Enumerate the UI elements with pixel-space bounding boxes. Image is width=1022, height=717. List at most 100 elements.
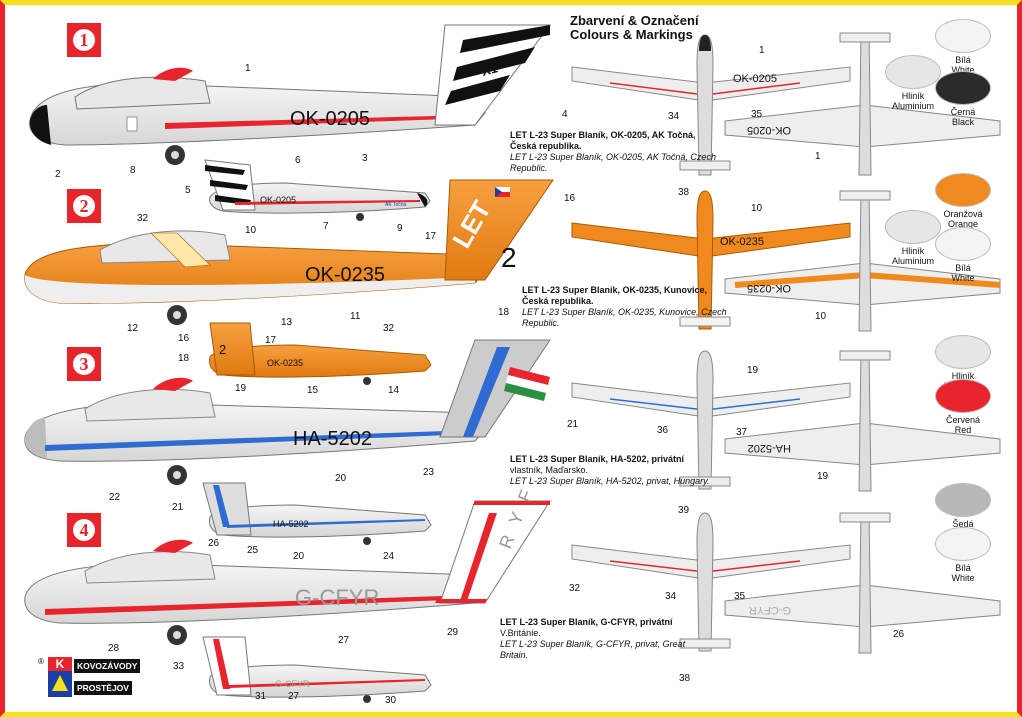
profile-2-side-view [24, 179, 554, 325]
profile-3-small-side-view [202, 482, 432, 545]
callout-16: 16 [178, 333, 190, 344]
profile-4-side-view [24, 500, 551, 645]
swatch-orange [935, 173, 991, 207]
caption-1: LET L-23 Super Blaník, OK-0205, AK Točná… [510, 130, 716, 173]
callout-1: 1 [759, 45, 765, 56]
callout-23: 23 [423, 467, 435, 478]
callout-24: 24 [383, 551, 395, 562]
top-view-1 [571, 34, 851, 176]
title-czech: Zbarvení & Označení [570, 13, 699, 28]
swatch-white [935, 527, 991, 561]
callout-6: 6 [295, 155, 301, 166]
callout-36: 36 [657, 425, 669, 436]
profile-3-side-view [24, 339, 551, 485]
callout-28: 28 [108, 643, 120, 654]
callout-38: 38 [678, 187, 690, 198]
callout-33: 33 [173, 661, 185, 672]
svg-text:OK-0235: OK-0235 [747, 282, 791, 294]
swatch-aluminium [885, 210, 941, 244]
scheme-badge-2: 2 [67, 189, 101, 223]
callout-21: 21 [172, 502, 184, 513]
profile-1-registration: OK-0205 [290, 108, 370, 130]
profile-2-fin-number: 2 [501, 242, 517, 273]
profile-2-small-side-view [209, 322, 432, 385]
glider-drawings: OK-0205 X1 OK-0205 AK Točná OK-0235 LET … [24, 24, 1001, 703]
callout-15: 15 [307, 385, 319, 396]
callout-17: 17 [265, 335, 277, 346]
scheme-badge-4: 4 [67, 513, 101, 547]
callout-1: 1 [245, 63, 251, 74]
svg-text:HA-5202: HA-5202 [273, 519, 309, 529]
callout-10: 10 [815, 311, 827, 322]
svg-text:2: 2 [219, 342, 226, 357]
callout-32: 32 [383, 323, 395, 334]
scheme-badge-3: 3 [67, 347, 101, 381]
callout-8: 8 [130, 165, 136, 176]
profile-4-registration: G-CFYR [295, 585, 379, 610]
callout-29: 29 [447, 627, 459, 638]
callout-1: 1 [815, 151, 821, 162]
callout-18: 18 [178, 353, 190, 364]
svg-text:OK-0205: OK-0205 [733, 73, 777, 85]
callout-37: 37 [736, 427, 748, 438]
bottom-view-2 [724, 190, 1001, 332]
caption-3: LET L-23 Super Blaník, HA-5202, privátní… [510, 454, 710, 486]
logo-mark: K [48, 657, 72, 697]
top-view-3 [571, 350, 851, 490]
callout-38: 38 [679, 673, 691, 684]
top-view-4 [571, 512, 851, 652]
callout-35: 35 [751, 109, 763, 120]
profile-1-small-side-view [204, 159, 431, 221]
callout-7: 7 [323, 221, 329, 232]
scheme-badge-1: 1 [67, 23, 101, 57]
small-1-registration: OK-0205 [260, 195, 296, 205]
svg-text:OK-0235: OK-0235 [720, 236, 764, 248]
callout-17: 17 [425, 231, 437, 242]
svg-text:HA-5202: HA-5202 [748, 442, 791, 454]
callout-20: 20 [335, 473, 347, 484]
callout-32: 32 [137, 213, 149, 224]
swatch-white [935, 19, 991, 53]
callout-14: 14 [388, 385, 400, 396]
bottom-view-4 [724, 512, 1001, 654]
bottom-view-3 [724, 350, 1001, 492]
profile-1-fin-code: X1 [480, 60, 499, 79]
callout-34: 34 [665, 591, 677, 602]
profile-4-small-side-view [202, 636, 432, 703]
callout-26: 26 [893, 629, 905, 640]
callout-18: 18 [498, 307, 510, 318]
callout-35: 35 [734, 591, 746, 602]
kovozavody-logo: ® K KOVOZÁVODY PROSTĚJOV [38, 657, 150, 699]
callout-3: 3 [362, 153, 368, 164]
callout-5: 5 [185, 185, 191, 196]
callout-10: 10 [245, 225, 257, 236]
callout-19: 19 [817, 471, 829, 482]
caption-2: LET L-23 Super Blaník, OK-0235, Kunovice… [522, 285, 727, 328]
callout-27: 27 [288, 691, 300, 702]
svg-text:G-CFYR: G-CFYR [275, 679, 310, 689]
callout-13: 13 [281, 317, 293, 328]
callout-2: 2 [55, 169, 61, 180]
top-view-2 [571, 190, 851, 330]
callout-11: 11 [350, 311, 361, 322]
callout-12: 12 [127, 323, 139, 334]
svg-text:OK-0235: OK-0235 [267, 358, 303, 368]
callout-19: 19 [747, 365, 759, 376]
callout-27: 27 [338, 635, 350, 646]
profile-2-registration: OK-0235 [305, 264, 385, 286]
swatch-white [935, 227, 991, 261]
swatch-black [935, 71, 991, 105]
swatch-grey [935, 483, 991, 517]
swatch-red [935, 379, 991, 413]
profile-3-registration: HA-5202 [293, 428, 372, 450]
callout-19: 19 [235, 383, 247, 394]
callout-10: 10 [751, 203, 763, 214]
